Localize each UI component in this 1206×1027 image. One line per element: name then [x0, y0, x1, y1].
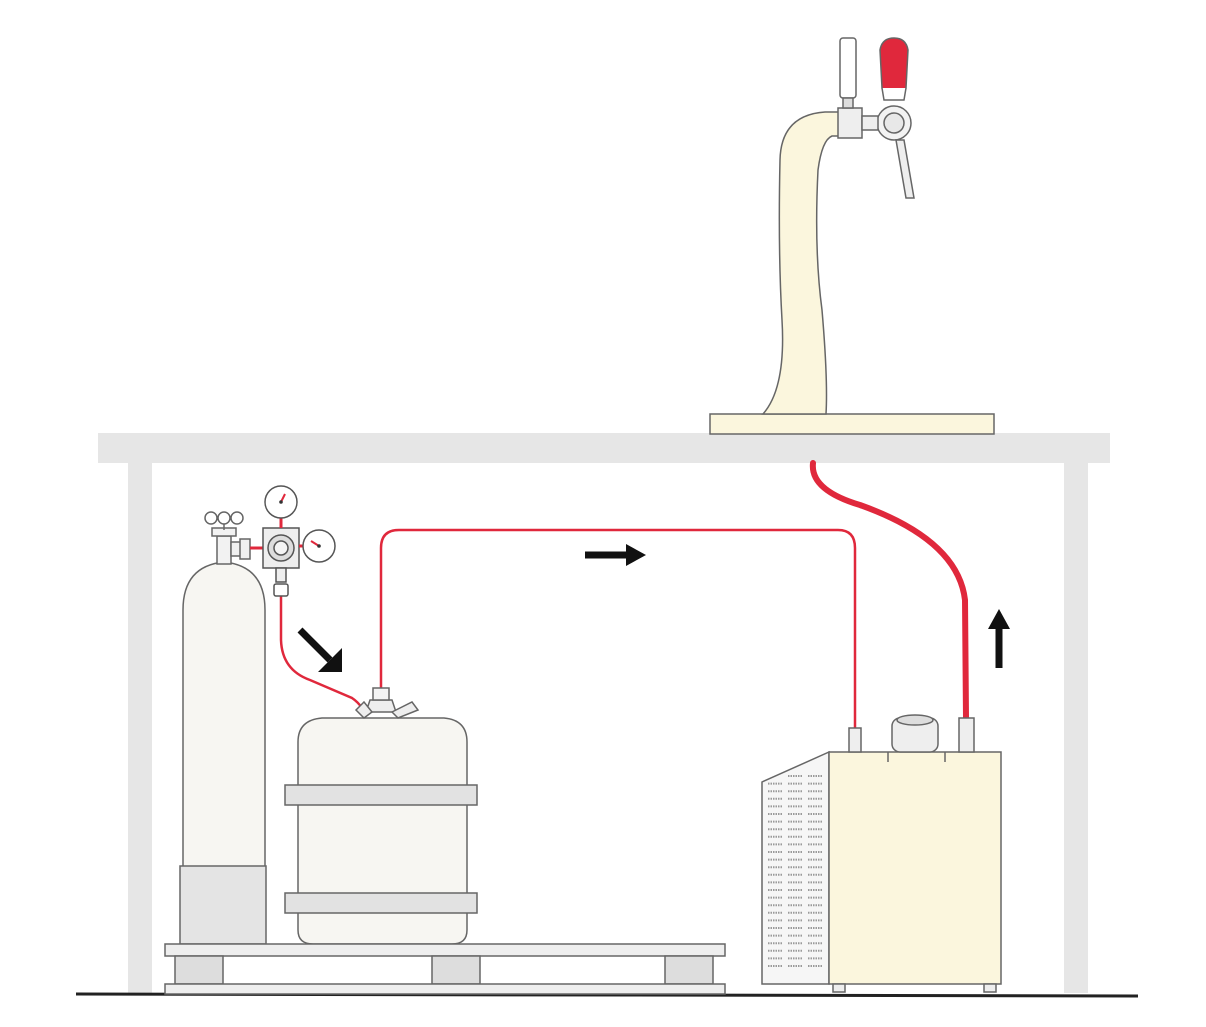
valve-knob-3 — [230, 511, 244, 525]
beer-tap-tower — [709, 37, 995, 435]
beer-lines — [279, 460, 969, 730]
pallet-block-left — [174, 955, 224, 985]
cooler-front — [828, 751, 1002, 985]
gas-line — [279, 595, 364, 710]
co2-valve — [216, 535, 232, 565]
keg-coupler — [364, 699, 398, 713]
counter-left-leg — [128, 463, 152, 993]
tap-handle-neutral — [839, 37, 857, 99]
valve-knob-2 — [217, 511, 231, 525]
flow-arrows — [297, 544, 1010, 672]
arrow-right — [585, 544, 646, 566]
pallet-top-board — [164, 943, 726, 957]
keg-rim-bottom — [284, 892, 478, 914]
pallet-block-right — [664, 955, 714, 985]
tap-spout — [895, 139, 915, 199]
tap-connector — [837, 107, 863, 139]
counter-top — [98, 433, 1110, 463]
tap-tower-column — [761, 111, 843, 415]
counter-right-leg — [1064, 463, 1088, 993]
co2-cylinder — [179, 511, 267, 945]
arrow-down-right — [297, 627, 342, 672]
co2-cylinder-base — [179, 865, 267, 945]
counter — [98, 433, 1110, 993]
pressure-regulator — [250, 485, 336, 597]
cooler-to-tap-line — [809, 460, 969, 721]
beer-keg — [284, 687, 478, 945]
keg-body — [297, 717, 468, 945]
tap-tower-base — [709, 413, 995, 435]
keg-rim-top — [284, 784, 478, 806]
arrow-up — [988, 609, 1010, 668]
tap-handle-red — [879, 37, 909, 93]
pallet-bottom-board — [164, 983, 726, 995]
cooler-vents — [768, 775, 823, 967]
cooler-inlet-fitting — [848, 727, 862, 753]
keg-to-cooler-line — [379, 528, 857, 730]
valve-knob-1 — [204, 511, 218, 525]
cooler-outlet-fitting — [958, 717, 975, 753]
pallet — [164, 943, 726, 995]
beer-cooler — [761, 714, 1002, 993]
co2-cylinder-body — [182, 561, 266, 869]
pallet-block-mid — [431, 955, 481, 985]
